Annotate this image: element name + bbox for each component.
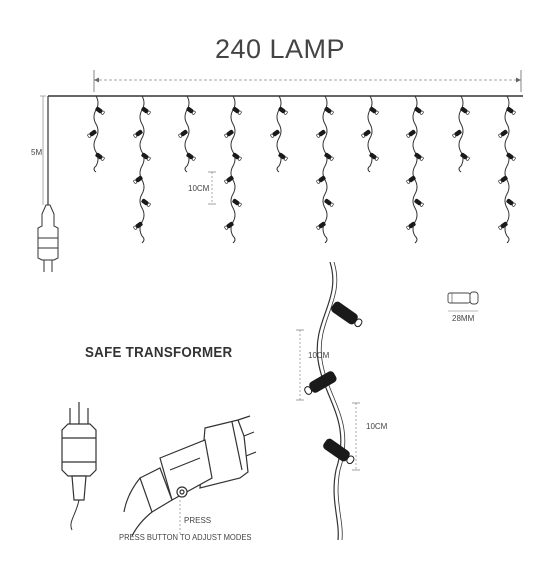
detail-spacing-label-upper: 10CM [308, 351, 330, 360]
drop-height-dimension [40, 95, 46, 205]
bulb [361, 129, 371, 138]
bulb [232, 198, 242, 207]
bulb [270, 129, 280, 138]
bulb [369, 152, 379, 161]
bulb [460, 106, 470, 115]
detail-spacing-label-lower: 10CM [366, 422, 388, 431]
plug-icon [37, 204, 59, 272]
bulb-spacing-label: 10CM [188, 184, 210, 193]
bulb [141, 152, 151, 161]
icicle-strand [361, 95, 379, 173]
icicle-strand [178, 95, 196, 173]
bulb [95, 152, 105, 161]
bulb [133, 221, 143, 230]
width-dimension [93, 70, 522, 92]
icicle-strand [133, 95, 151, 244]
bulb [369, 106, 379, 115]
transformer-plug [61, 402, 97, 531]
bulb [133, 175, 143, 184]
icicle-strand [316, 95, 334, 244]
bulb [324, 198, 334, 207]
bulb [406, 175, 416, 184]
bulb [498, 129, 508, 138]
bulb-spacing-dimension [208, 171, 216, 205]
bulb [224, 175, 234, 184]
bulb [186, 106, 196, 115]
bulb [414, 106, 424, 115]
bulb [498, 175, 508, 184]
detail-bulb [331, 301, 363, 328]
icicle-strand [498, 95, 516, 244]
press-instruction: PRESS BUTTON TO ADJUST MODES [119, 533, 252, 542]
bulb [506, 106, 516, 115]
press-label: PRESS [184, 516, 212, 525]
lamp-count-title: 240 LAMP [214, 34, 346, 64]
icicle-strand [452, 95, 470, 173]
main-cable [47, 95, 523, 205]
bulb [506, 152, 516, 161]
bulb [414, 152, 424, 161]
bulb [87, 129, 97, 138]
bulb [141, 106, 151, 115]
bulb [95, 106, 105, 115]
bulb [278, 152, 288, 161]
bulb [460, 152, 470, 161]
bulb [224, 221, 234, 230]
bulb [141, 198, 151, 207]
bulb [506, 198, 516, 207]
bulb [324, 152, 334, 161]
detail-strand [304, 261, 363, 541]
bulb [316, 129, 326, 138]
bulb [232, 106, 242, 115]
bulb [498, 221, 508, 230]
detail-bulb [323, 438, 355, 465]
bulb [414, 198, 424, 207]
transformer-controller [123, 415, 257, 537]
detail-spacing-dimension [296, 329, 360, 471]
bulb [406, 129, 416, 138]
bulb [406, 221, 416, 230]
bulb [178, 129, 188, 138]
icicle-strand [87, 95, 105, 173]
bulb-size-label: 28MM [452, 314, 475, 323]
icicle-strand [224, 95, 242, 244]
bulb [224, 129, 234, 138]
bulb [452, 129, 462, 138]
detail-bulb [304, 371, 337, 395]
icicle-strand [270, 95, 288, 173]
bulb [133, 129, 143, 138]
transformer-heading: SAFE TRANSFORMER [85, 345, 233, 361]
drop-height-label: 5M [31, 148, 43, 157]
bulb [186, 152, 196, 161]
bulb [324, 106, 334, 115]
bulb [316, 175, 326, 184]
bulb-size-detail [447, 291, 479, 312]
bulb [316, 221, 326, 230]
bulb [232, 152, 242, 161]
bulb [278, 106, 288, 115]
icicle-strand [406, 95, 424, 244]
icicle-strands [87, 95, 516, 244]
